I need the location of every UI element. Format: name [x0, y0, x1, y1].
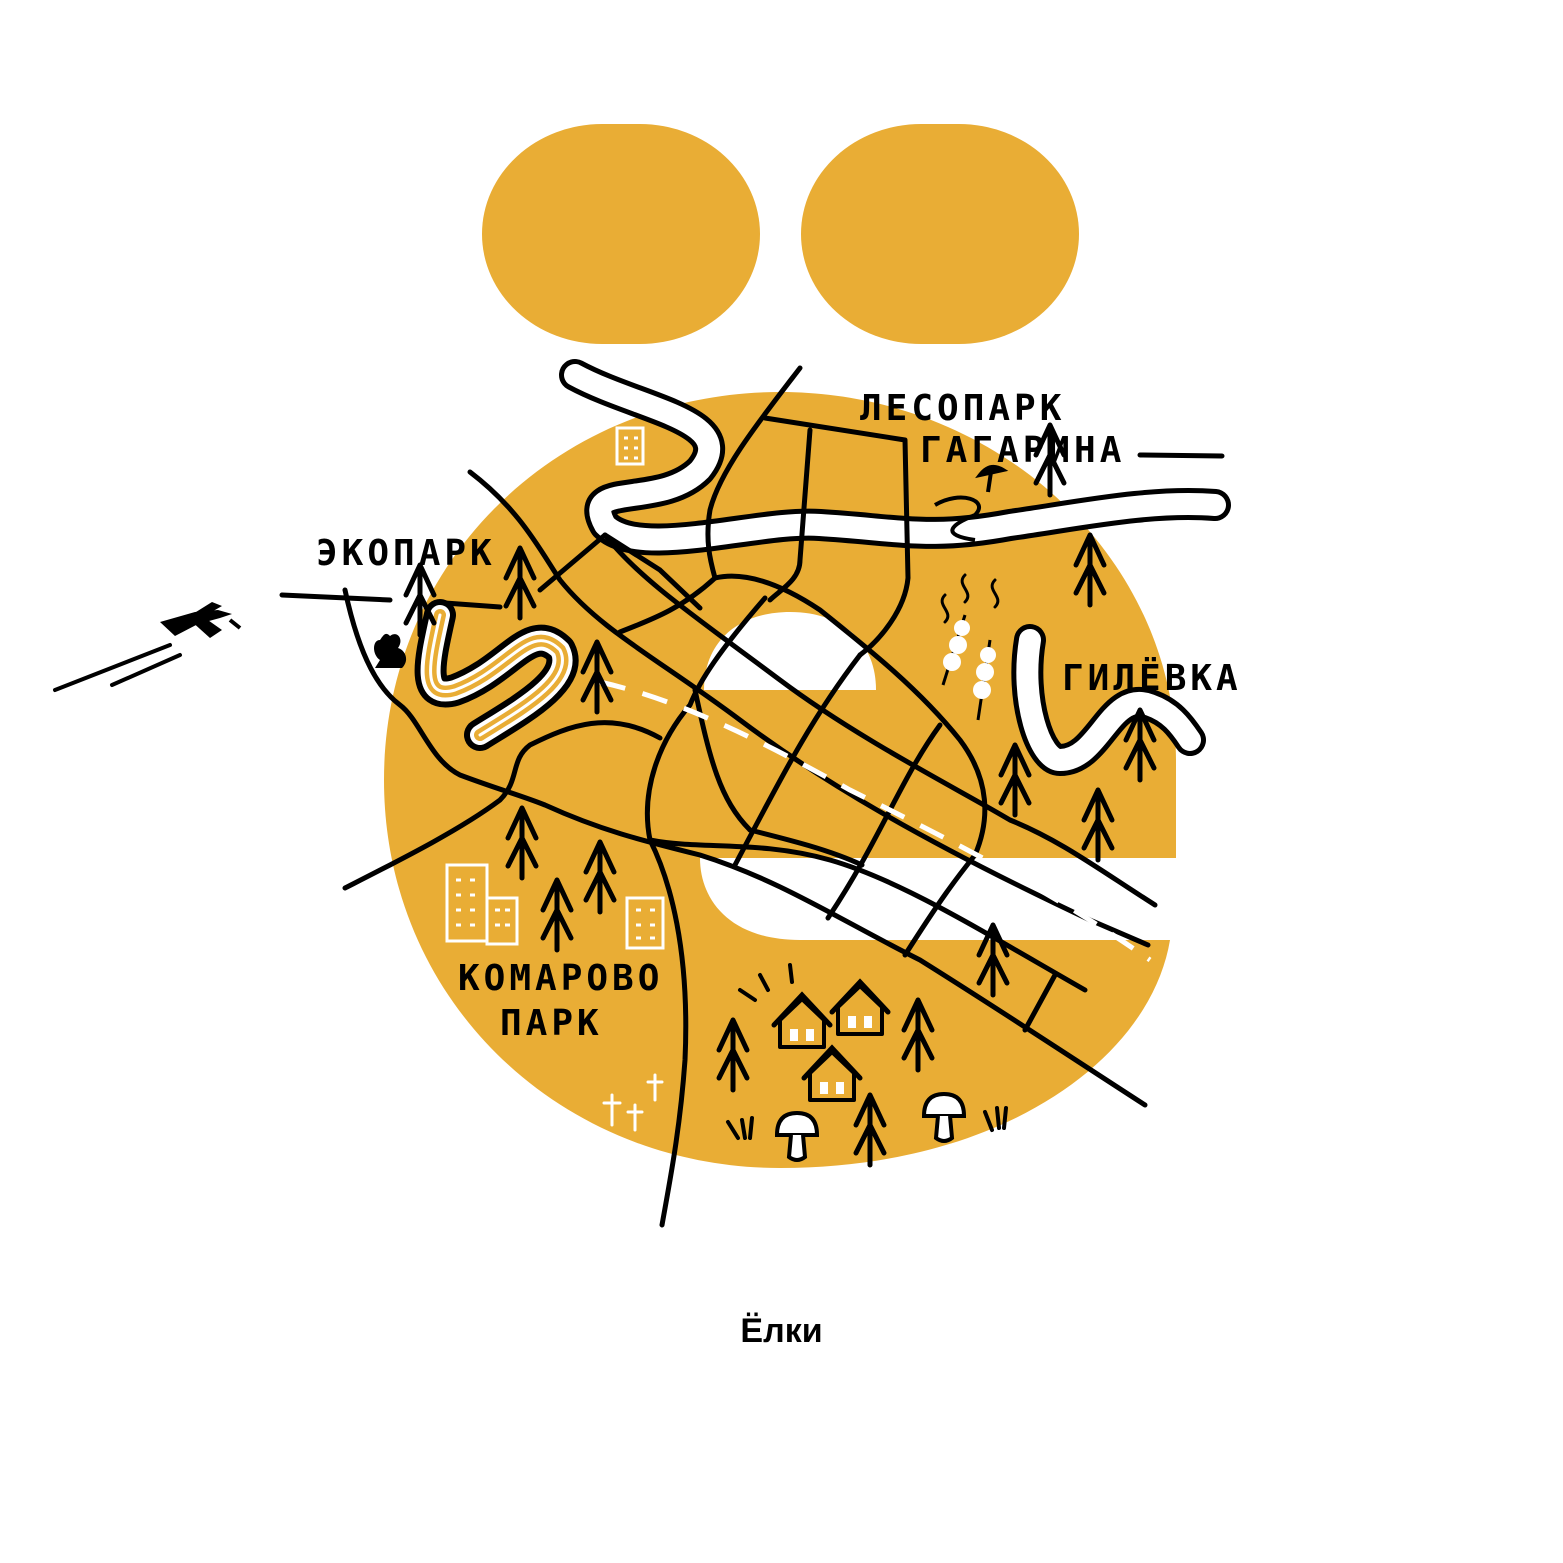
highway-markings: [599, 679, 1152, 963]
houses: [738, 963, 888, 1100]
sparkle-icon: [738, 963, 794, 1002]
cross-icon: [602, 1093, 622, 1127]
cross-icon: [646, 1073, 664, 1102]
building-icon: [445, 863, 519, 946]
label-ekopark: ЭКОПАРК: [316, 533, 496, 574]
buildings: [445, 426, 665, 950]
label-lesopark: ЛЕСОПАРК: [860, 388, 1065, 429]
airplane-icon: [53, 602, 242, 692]
yo-dot-right: [801, 124, 1079, 344]
squirrel-icon: [374, 633, 407, 668]
grass: [726, 1106, 1008, 1140]
river-north: [559, 359, 1231, 556]
mushroom-icon: [975, 464, 1009, 493]
building-icon: [625, 896, 665, 950]
yo-dot-left: [482, 124, 760, 344]
map-caption: Ёлки: [740, 1312, 823, 1350]
label-gilevka: ГИЛЁВКА: [1062, 657, 1242, 699]
building-icon: [615, 426, 645, 466]
mushrooms: [775, 464, 1009, 1162]
cross-icon: [626, 1103, 644, 1132]
kebab-icon: [941, 614, 996, 721]
yo-counter: [704, 612, 876, 690]
river-ekopark: [414, 599, 579, 751]
river-gilevka: [1011, 624, 1206, 776]
cemetery-crosses: [602, 1073, 664, 1132]
map-labels: ЛЕСОПАРК ГАГАРИНА ЭКОПАРК ГИЛЁВКА КОМАРО…: [316, 388, 1242, 1044]
label-komarovo: КОМАРОВО: [458, 958, 663, 999]
label-park: ПАРК: [500, 1003, 603, 1044]
label-gagarina: ГАГАРИНА: [920, 430, 1125, 471]
steam-icon: [940, 573, 1000, 624]
